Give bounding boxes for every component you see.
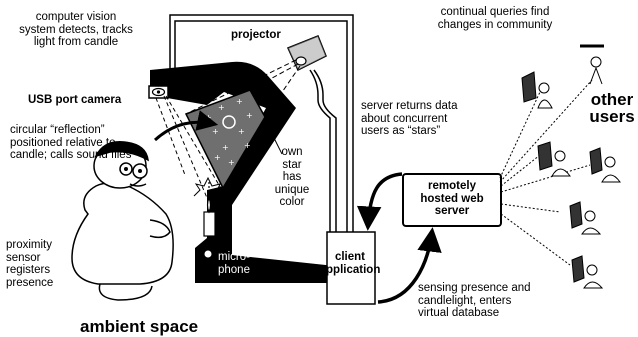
other-user-5 [569,201,602,235]
svg-text:+: + [218,103,225,112]
person [71,141,174,301]
eye-icon [151,87,166,97]
other-users-label: other users [589,90,635,126]
projection-beam [185,59,301,118]
svg-text:+: + [228,158,235,167]
cables [169,14,354,262]
microphone [204,250,212,258]
camera-view-lines [155,95,223,206]
reflection-arrow [153,110,219,142]
svg-text:+: + [244,141,251,150]
other-user-1 [521,71,553,109]
remote-server-label: remotely hosted web server [420,180,484,217]
reflection-circle [222,115,236,129]
user-connections [499,79,593,266]
server-to-client-arrow [356,172,403,231]
svg-text:+: + [238,127,245,136]
reflection-label: circular “reflection” positioned relativ… [10,124,132,161]
client-application-label: client application [319,251,381,276]
projector-label: projector [231,29,281,41]
client-to-server-arrow [377,227,442,304]
client-application-box [326,231,376,305]
remote-server-box [402,173,502,227]
proximity-label: proximity sensor registers presence [6,239,54,289]
own-star-label: own star has unique color [274,146,310,208]
svg-text:+: + [214,153,221,162]
svg-text:+: + [222,143,229,152]
svg-text:+: + [205,113,212,122]
ambient-space-label: ambient space [80,317,199,336]
candle [193,176,225,237]
wall-frame [150,61,335,284]
other-user-2 [580,44,604,85]
vision-label: computer vision system detects, tracks l… [19,11,133,48]
server-returns-label: server returns data about concurrent use… [361,100,458,137]
svg-text:+: + [212,127,219,136]
other-user-6 [571,255,604,289]
usb-camera-label: USB port camera [28,94,122,106]
sensing-label: sensing presence and candlelight, enters… [418,282,531,319]
svg-text:+: + [236,97,243,106]
other-user-4 [589,147,621,183]
projector-lens [295,56,307,66]
other-user-3 [537,141,571,177]
microphone-label: micro- phone [218,251,250,276]
svg-text:+: + [246,111,253,120]
continual-queries-label: continual queries find changes in commun… [437,6,553,31]
